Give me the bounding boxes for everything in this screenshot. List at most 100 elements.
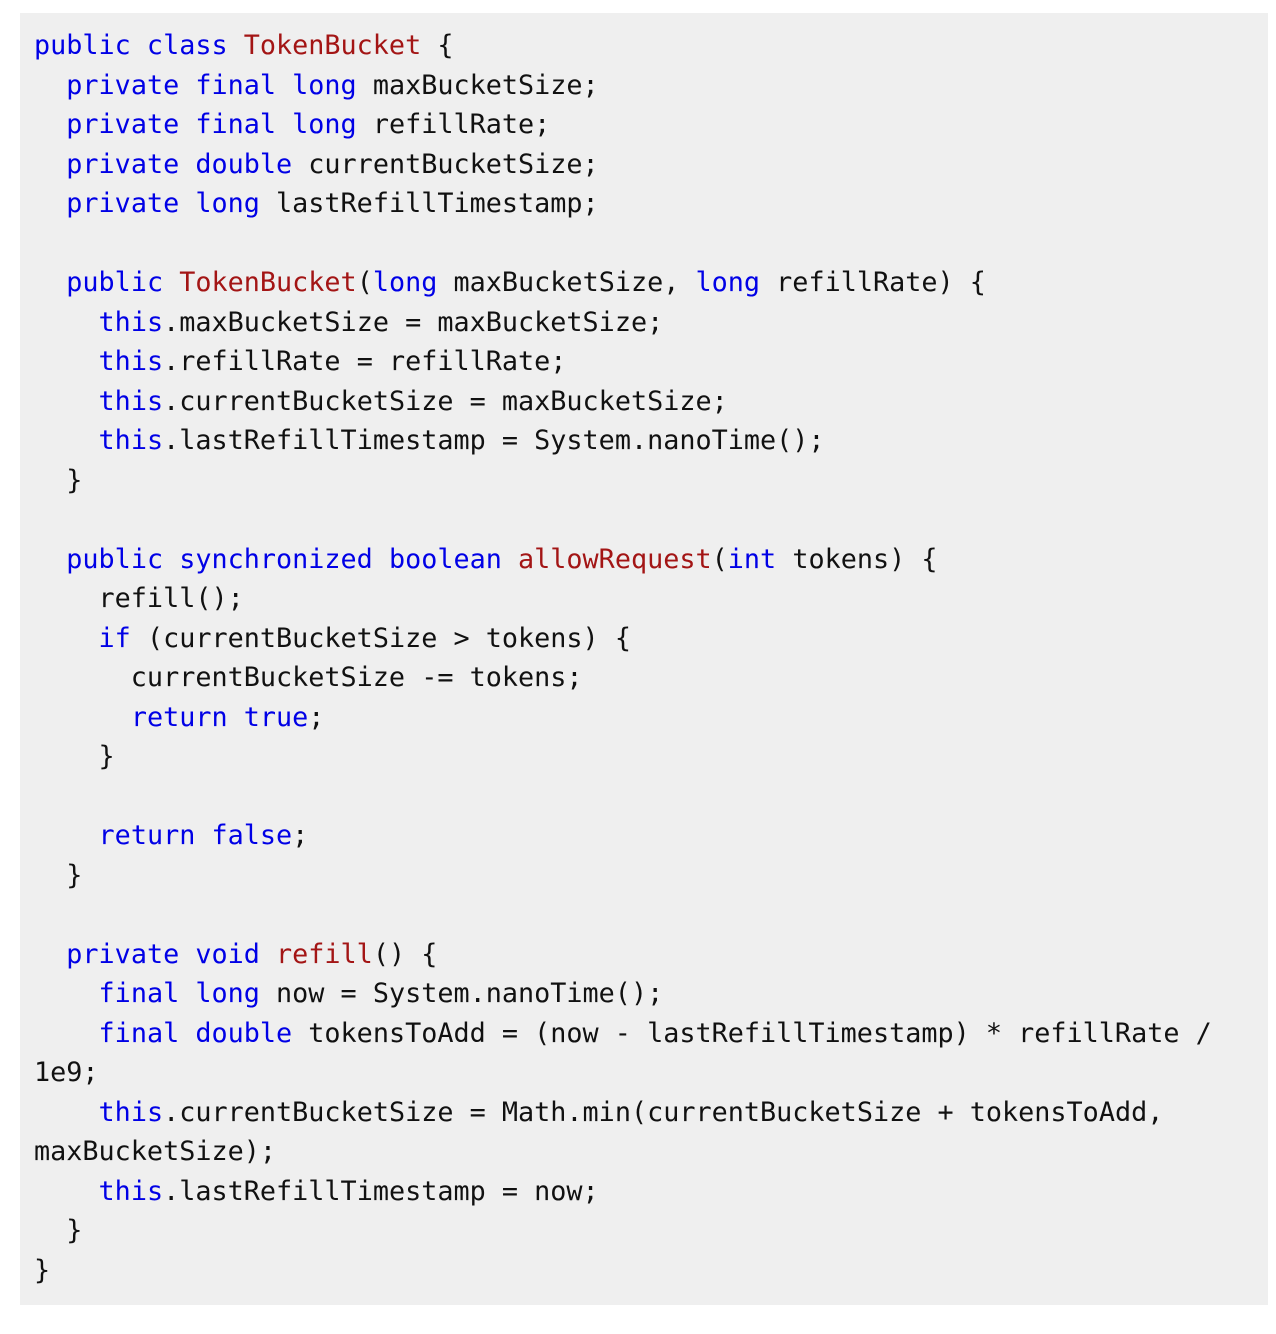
code-keyword: final long [98,978,277,1009]
java-source-code: public class TokenBucket { private final… [34,26,1268,1290]
code-text: } [34,1215,83,1246]
code-keyword: private double [66,148,309,180]
code-line: this.lastRefillTimestamp = System.nanoTi… [34,421,1268,461]
code-line: } [34,1211,1268,1251]
code-keyword: public class [34,30,244,61]
code-text [34,820,99,851]
code-text: refillRate) { [776,267,986,298]
code-line: private final long maxBucketSize; [34,66,1268,106]
code-text: .currentBucketSize = Math.min(currentBuc… [163,1096,1164,1128]
code-keyword: if [98,622,147,654]
code-text [34,346,99,377]
code-keyword: int [727,543,793,575]
code-text: ; [308,701,325,733]
code-text: } [34,859,83,891]
code-text: .refillRate = refillRate; [163,346,567,377]
code-line: private void refill() { [34,935,1268,975]
code-text: currentBucketSize -= tokens; [34,662,583,693]
code-identifier: TokenBucket [179,267,357,298]
code-line: return true; [34,698,1268,738]
code-text: refillRate; [372,109,551,140]
code-text: tokens) { [792,543,938,575]
code-text: maxBucketSize); [34,1136,276,1167]
code-text [34,267,66,298]
code-keyword: private final long [66,109,373,140]
code-text [34,544,66,575]
code-keyword: private final long [66,69,373,101]
code-keyword: long [372,267,454,298]
code-text [34,149,66,180]
code-identifier: TokenBucket [243,30,422,61]
code-text [34,623,99,654]
code-line [34,224,1268,264]
code-text: ( [711,543,728,575]
code-line: if (currentBucketSize > tokens) { [34,619,1268,659]
code-text [34,70,66,101]
code-line: private long lastRefillTimestamp; [34,184,1268,224]
code-text [34,425,99,456]
code-text: lastRefillTimestamp; [276,188,599,219]
code-text [34,978,99,1009]
code-keyword: final double [98,1017,309,1049]
code-line: return false; [34,816,1268,856]
code-text [34,702,131,733]
code-text [34,1176,99,1207]
code-keyword: this [98,1175,164,1207]
code-text: } [34,464,83,496]
code-text [34,386,99,417]
code-line: private double currentBucketSize; [34,145,1268,185]
code-text: now = System.nanoTime(); [276,978,664,1009]
code-keyword: this [98,1096,164,1128]
code-text: } [34,1254,51,1286]
code-text: .maxBucketSize = maxBucketSize; [163,306,664,338]
code-line: this.lastRefillTimestamp = now; [34,1172,1268,1212]
code-text: .currentBucketSize = maxBucketSize; [163,385,728,417]
code-text [34,939,66,970]
code-line: private final long refillRate; [34,105,1268,145]
code-text: tokensToAdd = (now - lastRefillTimestamp… [308,1017,1212,1049]
code-keyword: return false [98,820,293,851]
code-line: this.currentBucketSize = Math.min(curren… [34,1093,1268,1133]
code-text: 1e9; [34,1057,99,1088]
code-text: maxBucketSize; [372,69,599,101]
code-line: this.maxBucketSize = maxBucketSize; [34,303,1268,343]
code-keyword: return true [130,701,309,733]
code-line: maxBucketSize); [34,1132,1268,1172]
code-text: { [421,30,454,61]
code-block: public class TokenBucket { private final… [20,13,1268,1305]
code-identifier: refill [276,938,373,970]
code-line: refill(); [34,579,1268,619]
code-line: public class TokenBucket { [34,26,1268,66]
code-keyword: this [98,346,164,377]
code-text [34,307,99,338]
code-text: } [34,741,115,772]
code-text [34,1097,99,1128]
code-text [34,109,66,140]
code-line: final double tokensToAdd = (now - lastRe… [34,1014,1268,1054]
code-text: .lastRefillTimestamp = now; [163,1175,599,1207]
code-line: } [34,461,1268,501]
code-text [34,1018,99,1049]
code-text: maxBucketSize, [453,267,696,298]
code-text: ; [292,820,309,851]
code-text [34,188,66,219]
code-keyword: this [98,385,164,417]
code-text: (currentBucketSize > tokens) { [146,622,631,654]
code-line: public TokenBucket(long maxBucketSize, l… [34,263,1268,303]
code-text: currentBucketSize; [308,148,599,180]
code-line [34,895,1268,935]
code-keyword: long [695,267,777,298]
code-line: public synchronized boolean allowRequest… [34,540,1268,580]
code-keyword: public synchronized boolean [66,543,519,575]
code-keyword: private void [66,938,277,970]
code-line: } [34,1251,1268,1291]
code-line [34,777,1268,817]
code-line: } [34,737,1268,777]
code-identifier: allowRequest [518,543,712,575]
code-text: ( [356,267,373,298]
code-text: .lastRefillTimestamp = System.nanoTime()… [163,425,825,456]
code-keyword: public [66,267,180,298]
code-line: final long now = System.nanoTime(); [34,974,1268,1014]
code-text: refill(); [34,583,244,614]
code-text: () { [372,938,438,970]
